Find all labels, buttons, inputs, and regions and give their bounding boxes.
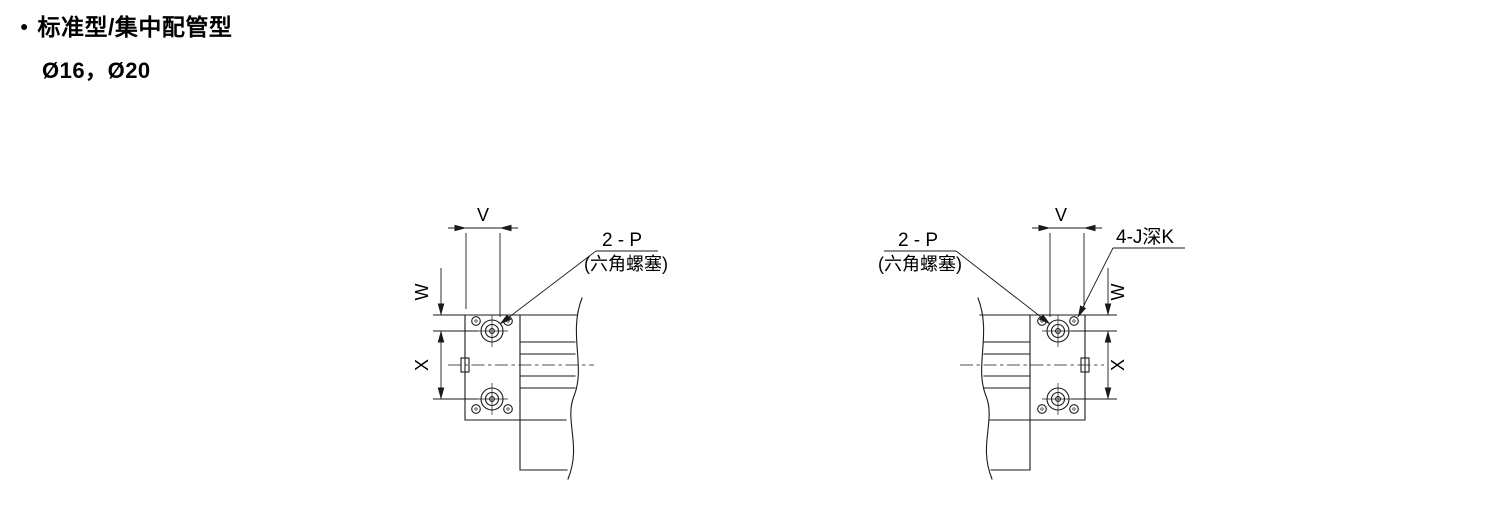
- mounting-hole: [471, 404, 481, 414]
- figure-left: V W X 2 - P (六角螺塞): [412, 205, 668, 480]
- mounting-hole: [1037, 404, 1047, 414]
- body-outline: [464, 314, 578, 471]
- mounting-hole: [1069, 316, 1079, 326]
- port-2p-bottom: [1041, 382, 1075, 416]
- mounting-hole: [503, 404, 513, 414]
- body-section-lines: [983, 341, 1031, 389]
- dimension-x: X: [412, 330, 478, 400]
- dim-w-label: W: [1108, 284, 1128, 301]
- section-title: 标准型/集中配管型: [37, 14, 233, 40]
- dim-x-label: X: [412, 359, 432, 371]
- dim-x-label: X: [1108, 359, 1128, 371]
- dim-v-label: V: [477, 205, 489, 225]
- body-section-lines: [519, 341, 576, 389]
- break-line: [977, 297, 993, 480]
- dim-v-extension-lines: [1049, 233, 1085, 317]
- dim-w-label: W: [412, 284, 432, 301]
- mounting-hole: [471, 316, 481, 326]
- dim-v-label: V: [1055, 205, 1067, 225]
- bore-size-subtitle: Ø16，Ø20: [42, 58, 151, 83]
- leader-line: [1077, 247, 1114, 318]
- port-label: 2 - P: [898, 230, 938, 251]
- port-2p-top: [1041, 314, 1075, 348]
- callout-port: 2 - P (六角螺塞): [499, 230, 668, 325]
- mounting-hole: [1069, 404, 1079, 414]
- title-row: ● 标准型/集中配管型: [20, 8, 232, 42]
- dimension-w: W: [1083, 268, 1128, 316]
- side-tab: [460, 357, 470, 373]
- figure-right: V W X 2 - P (六角螺塞): [878, 205, 1185, 480]
- dimension-v: V: [1032, 205, 1102, 317]
- leader-line: [499, 250, 597, 325]
- body-outline: [979, 314, 1086, 471]
- dimension-x: X: [1071, 330, 1128, 400]
- dim-v-extension-lines: [465, 233, 501, 317]
- callout-thread: 4-J深K: [1077, 226, 1185, 318]
- dimension-v: V: [448, 205, 518, 317]
- break-line: [567, 297, 583, 480]
- bullet-icon: ●: [20, 18, 29, 34]
- port-2p-top: [475, 314, 509, 348]
- callout-port: 2 - P (六角螺塞): [878, 230, 1051, 325]
- port-note-label: (六角螺塞): [584, 254, 668, 274]
- port-2p-bottom: [475, 382, 509, 416]
- dimension-w: W: [412, 268, 468, 316]
- port-note-label: (六角螺塞): [878, 254, 962, 274]
- port-label: 2 - P: [602, 230, 642, 251]
- leader-line: [955, 250, 1051, 325]
- side-tab: [1080, 357, 1090, 373]
- section-header: ● 标准型/集中配管型 Ø16，Ø20: [20, 8, 232, 85]
- thread-label: 4-J深K: [1116, 226, 1174, 248]
